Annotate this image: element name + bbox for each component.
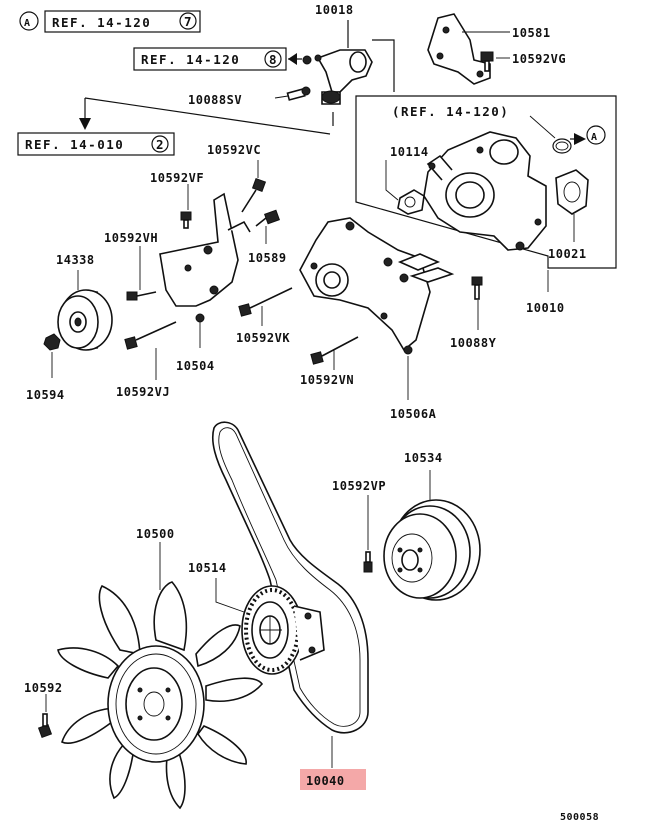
label-10504: 10504 [176,359,215,373]
o-ring [552,138,572,154]
ref-number: 2 [156,137,165,152]
ref-number: 8 [269,52,278,67]
nut-10594 [43,333,61,351]
nut-10589 [255,209,280,227]
idler-pulley-14338 [57,289,113,351]
water-pump-group-frame [355,95,617,269]
water-pump [423,131,547,251]
ref-14-120-paren[interactable]: (REF. 14-120) [392,104,509,119]
thermostat-housing [302,49,373,105]
fan-clutch-10514 [241,585,325,675]
callout-a-letter: A [24,18,31,29]
diagram-id: 500058 [560,812,599,823]
ref-14-120-7[interactable]: REF. 14-120 7 [44,10,201,33]
label-10581: 10581 [512,26,551,40]
bolt-10592vk [238,287,293,317]
bracket-10581 [427,13,491,85]
label-10592vp: 10592VP [332,479,386,493]
label-10592vk: 10592VK [236,331,290,345]
bolt-10592vh [126,291,157,301]
label-10592vn: 10592VN [300,373,354,387]
bolt-10592vc [241,177,267,213]
bolt-10592 [37,713,53,739]
label-10592vg: 10592VG [512,52,566,66]
label-10010: 10010 [526,301,565,315]
label-10514: 10514 [188,561,227,575]
label-10506a: 10506A [390,407,437,421]
bolt-10088y [471,276,483,300]
label-10592vc: 10592VC [207,143,261,157]
callout-a-right[interactable] [586,125,606,145]
label-14338: 14338 [56,253,95,267]
ref-text: REF. 14-120 [52,15,151,30]
gasket-10021 [555,169,589,215]
bolt-10592vj [124,321,177,350]
label-10534: 10534 [404,451,443,465]
svg-text:A: A [591,132,598,143]
bolt-10592vg [480,51,494,72]
ref-14-010-2[interactable]: REF. 14-010 2 [17,132,175,156]
label-10021: 10021 [548,247,587,261]
callout-a-top[interactable]: A [19,11,39,31]
bolt-10592vn [310,336,359,365]
label-10592: 10592 [24,681,63,695]
label-10592vj: 10592VJ [116,385,170,399]
bolt-10088sv [286,86,311,101]
pulley-10534 [383,499,481,601]
bolt-10592vp [363,551,373,573]
drive-belt-10040 [211,421,369,734]
label-10018: 10018 [315,3,354,17]
label-10589: 10589 [248,251,287,265]
bracket-10504 [159,192,251,323]
gasket-10114 [397,189,425,215]
label-10088y: 10088Y [450,336,497,350]
arrow-head [288,53,297,65]
ref-text: REF. 14-120 [141,52,240,67]
label-10594: 10594 [26,388,65,402]
ref-14-120-8[interactable]: REF. 14-120 8 [133,47,287,71]
leader-line [84,97,331,135]
tensioner-bracket-10010 [299,217,455,355]
ref-number: 7 [184,14,193,29]
label-10040: 10040 [306,774,345,788]
label-10114: 10114 [390,145,429,159]
label-10088sv: 10088SV [188,93,242,107]
label-10500: 10500 [136,527,175,541]
arrow-head [79,118,91,130]
ref-text: REF. 14-010 [25,137,124,152]
cooling-fan-10500 [57,581,264,810]
bolt-10592vf [180,211,192,229]
label-10592vh: 10592VH [104,231,158,245]
label-10040-highlight [300,769,366,790]
label-10592vf: 10592VF [150,171,204,185]
